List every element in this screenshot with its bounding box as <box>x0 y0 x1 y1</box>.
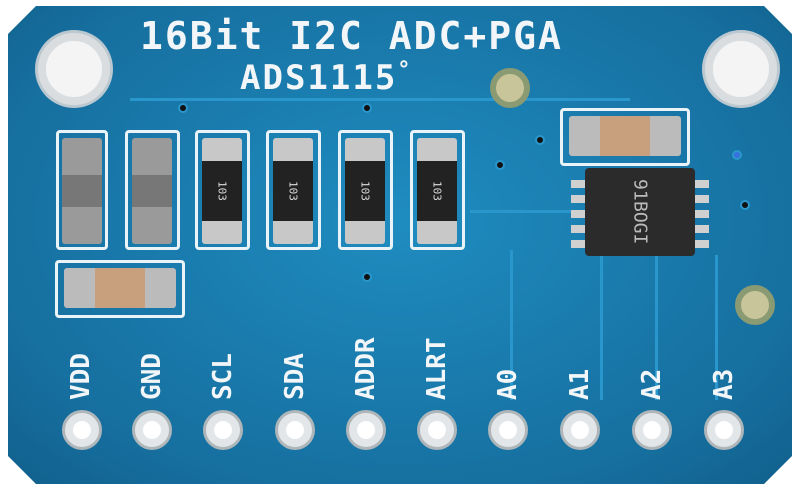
component-outline <box>338 130 393 250</box>
pin-label-a2: A2 <box>637 368 667 400</box>
trace <box>510 250 513 400</box>
resistor-alrt: 103 <box>417 138 457 244</box>
resistor-sda: 103 <box>273 138 313 244</box>
resistor-addr: 103 <box>345 138 385 244</box>
trace <box>130 98 630 101</box>
mounting-hole-left <box>38 33 110 105</box>
pin-hole-vdd <box>62 410 102 450</box>
component-outline <box>125 130 180 250</box>
chip-marking-2: BOGI <box>629 201 651 245</box>
capacitor <box>132 138 172 244</box>
model-mark: ° <box>397 58 413 83</box>
board-model: ADS1115° <box>240 58 413 98</box>
via <box>495 160 505 170</box>
component-outline <box>266 130 321 250</box>
pin-label-a3: A3 <box>709 368 739 400</box>
pin-label-addr: ADDR <box>351 337 381 400</box>
test-pad <box>490 68 530 108</box>
pin-hole-a3 <box>704 410 744 450</box>
pin-label-scl: SCL <box>208 353 238 400</box>
mounting-hole-right <box>705 33 777 105</box>
capacitor-top <box>569 116 681 156</box>
pin-label-sda: SDA <box>280 353 310 400</box>
component-outline <box>55 260 185 318</box>
via <box>732 150 742 160</box>
via <box>362 103 372 113</box>
pin-hole-scl <box>203 410 243 450</box>
component-outline <box>195 130 250 250</box>
trace <box>470 210 585 213</box>
trace <box>600 255 603 400</box>
pin-label-vdd: VDD <box>66 353 96 400</box>
via <box>362 272 372 282</box>
chip-marking-1: 91 <box>629 179 651 202</box>
component-outline <box>56 130 108 250</box>
resistor-scl: 103 <box>202 138 242 244</box>
via <box>740 200 750 210</box>
board-title: 16Bit I2C ADC+PGA <box>140 14 563 58</box>
pin-hole-a0 <box>488 410 528 450</box>
pin-hole-addr <box>346 410 386 450</box>
via <box>535 135 545 145</box>
capacitor <box>62 138 102 244</box>
via <box>178 103 188 113</box>
pin-hole-a2 <box>632 410 672 450</box>
pin-hole-a1 <box>560 410 600 450</box>
component-outline <box>410 130 465 250</box>
ads1115-chip: 91 BOGI <box>585 168 695 256</box>
trace <box>655 255 658 400</box>
pin-label-alrt: ALRT <box>422 337 452 400</box>
component-outline <box>560 108 690 166</box>
pin-label-gnd: GND <box>137 353 167 400</box>
pin-label-a0: A0 <box>493 368 523 400</box>
model-text: ADS1115 <box>240 58 398 98</box>
pin-hole-alrt <box>417 410 457 450</box>
pin-hole-sda <box>275 410 315 450</box>
test-pad <box>735 285 775 325</box>
capacitor-vdd <box>64 268 176 308</box>
trace <box>715 255 718 400</box>
pin-label-a1: A1 <box>565 368 595 400</box>
pin-hole-gnd <box>132 410 172 450</box>
